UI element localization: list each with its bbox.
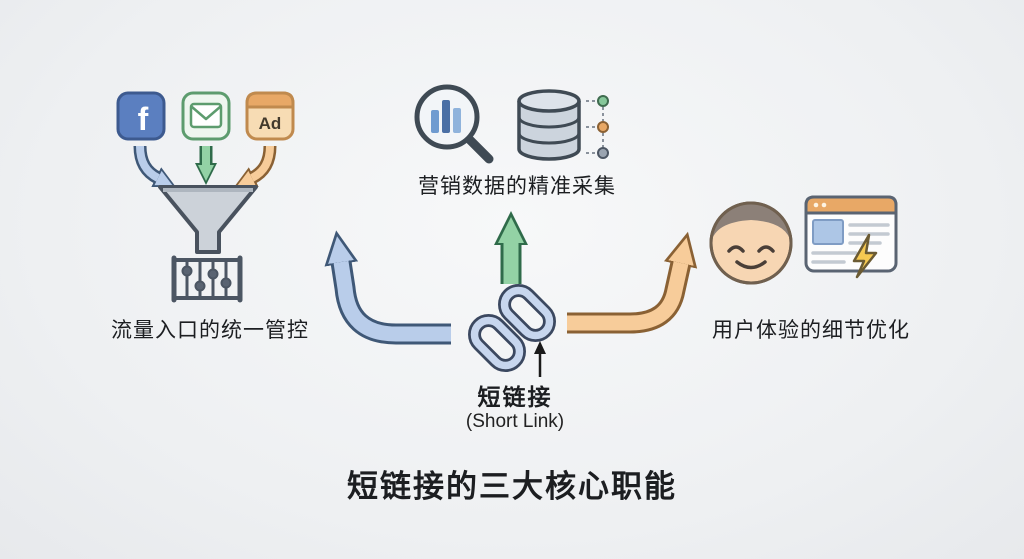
ad-label: Ad — [259, 114, 282, 133]
facebook-to-funnel-arrow — [133, 145, 176, 187]
webpage-speed-icon — [804, 195, 898, 279]
facebook-letter: f — [138, 101, 149, 137]
lightning-icon — [852, 233, 878, 279]
funnel-icon — [158, 185, 258, 254]
database-icon — [517, 89, 609, 161]
data-label: 营销数据的精准采集 — [418, 175, 616, 198]
filter-icon — [171, 255, 243, 303]
traffic-label: 流量入口的统一管控 — [111, 319, 309, 342]
shortlink-sublabel: (Short Link) — [465, 411, 565, 432]
chain-link-icon — [468, 284, 556, 372]
user-face-icon — [709, 201, 793, 285]
magnifier-chart-icon — [414, 84, 494, 164]
arrow-to-ux — [567, 231, 698, 334]
arrow-to-traffic — [324, 230, 451, 345]
shortlink-label: 短链接 — [477, 384, 553, 410]
pointer-arrow-icon — [534, 341, 546, 377]
facebook-icon: f — [116, 91, 166, 141]
ad-to-funnel-arrow — [234, 145, 277, 187]
page-title: 短链接的三大核心职能 — [347, 469, 677, 504]
ad-icon: Ad — [245, 91, 295, 141]
database-connector-dots — [586, 95, 609, 159]
ux-label: 用户体验的细节优化 — [712, 319, 910, 342]
email-icon — [181, 91, 231, 141]
